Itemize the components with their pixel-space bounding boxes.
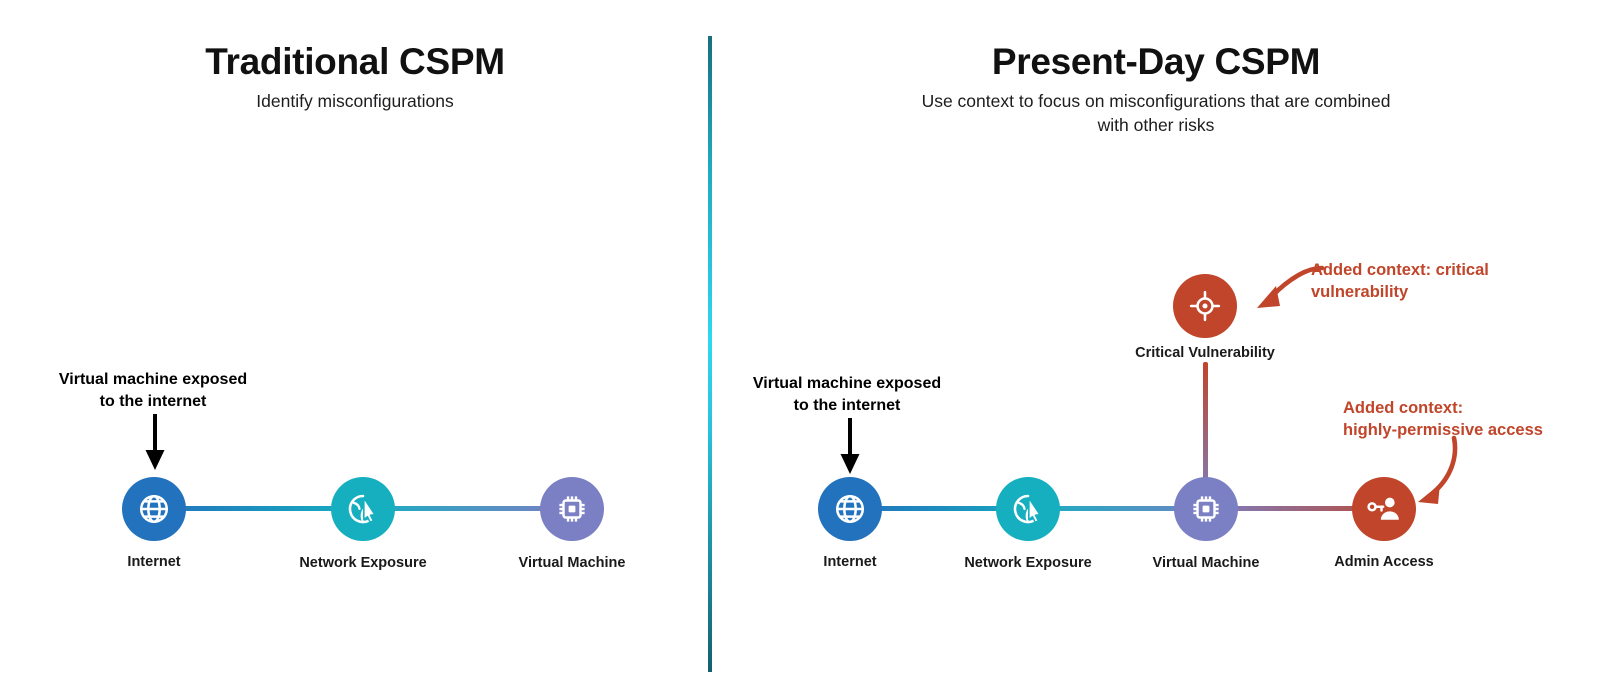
permissive-access-callout-text: Added context: highly-permissive access	[1343, 399, 1543, 440]
node-internet-left[interactable]	[122, 477, 186, 541]
key-user-icon	[1366, 491, 1402, 527]
node-virtual-machine-left[interactable]	[540, 477, 604, 541]
node-label-network-exposure-left: Network Exposure	[299, 555, 427, 571]
link-vm-critical-vulnerability	[1203, 362, 1208, 508]
node-label-internet-left: Internet	[127, 554, 181, 570]
right-panel-title: Present-Day CSPM	[991, 41, 1321, 82]
node-label-virtual-machine-right: Virtual Machine	[1152, 555, 1260, 571]
node-network-exposure-left[interactable]	[331, 477, 395, 541]
right-exposure-annotation: Virtual machine exposed to the internet	[752, 375, 942, 414]
node-label-admin-access: Admin Access	[1334, 554, 1434, 570]
globe-cursor-icon	[1011, 492, 1045, 526]
node-critical-vulnerability[interactable]	[1173, 274, 1237, 338]
right-panel-subtitle: Use context to focus on misconfiguration…	[921, 91, 1391, 135]
left-exposure-annotation: Virtual machine exposed to the internet	[58, 371, 248, 410]
left-panel-subtitle: Identify misconfigurations	[256, 91, 454, 111]
link-network-vm-right	[1027, 506, 1237, 511]
node-network-exposure-right[interactable]	[996, 477, 1060, 541]
left-down-arrow-icon	[145, 414, 165, 470]
critical-vulnerability-callout-text: Added context: critical vulnerability	[1311, 261, 1489, 302]
link-internet-network-right	[848, 506, 1058, 511]
link-internet-network-left	[152, 506, 363, 511]
node-label-network-exposure-right: Network Exposure	[964, 555, 1092, 571]
node-label-critical-vulnerability: Critical Vulnerability	[1135, 345, 1275, 361]
link-vm-admin-right	[1205, 506, 1415, 511]
link-network-vm-left	[362, 506, 572, 511]
right-down-arrow-icon	[840, 418, 860, 474]
panel-divider	[708, 36, 712, 672]
node-label-virtual-machine-left: Virtual Machine	[518, 555, 626, 571]
node-admin-access[interactable]	[1352, 477, 1416, 541]
crosshair-target-icon	[1189, 290, 1221, 322]
cpu-chip-icon	[1189, 492, 1223, 526]
critical-vulnerability-callout-arrow-icon	[1257, 265, 1325, 308]
node-virtual-machine-right[interactable]	[1174, 477, 1238, 541]
cpu-chip-icon	[555, 492, 589, 526]
node-label-internet-right: Internet	[823, 554, 877, 570]
globe-cursor-icon	[346, 492, 380, 526]
permissive-access-callout-arrow-icon	[1418, 435, 1458, 504]
left-panel-title: Traditional CSPM	[205, 41, 505, 82]
globe-icon	[833, 492, 867, 526]
node-internet-right[interactable]	[818, 477, 882, 541]
globe-icon	[137, 492, 171, 526]
